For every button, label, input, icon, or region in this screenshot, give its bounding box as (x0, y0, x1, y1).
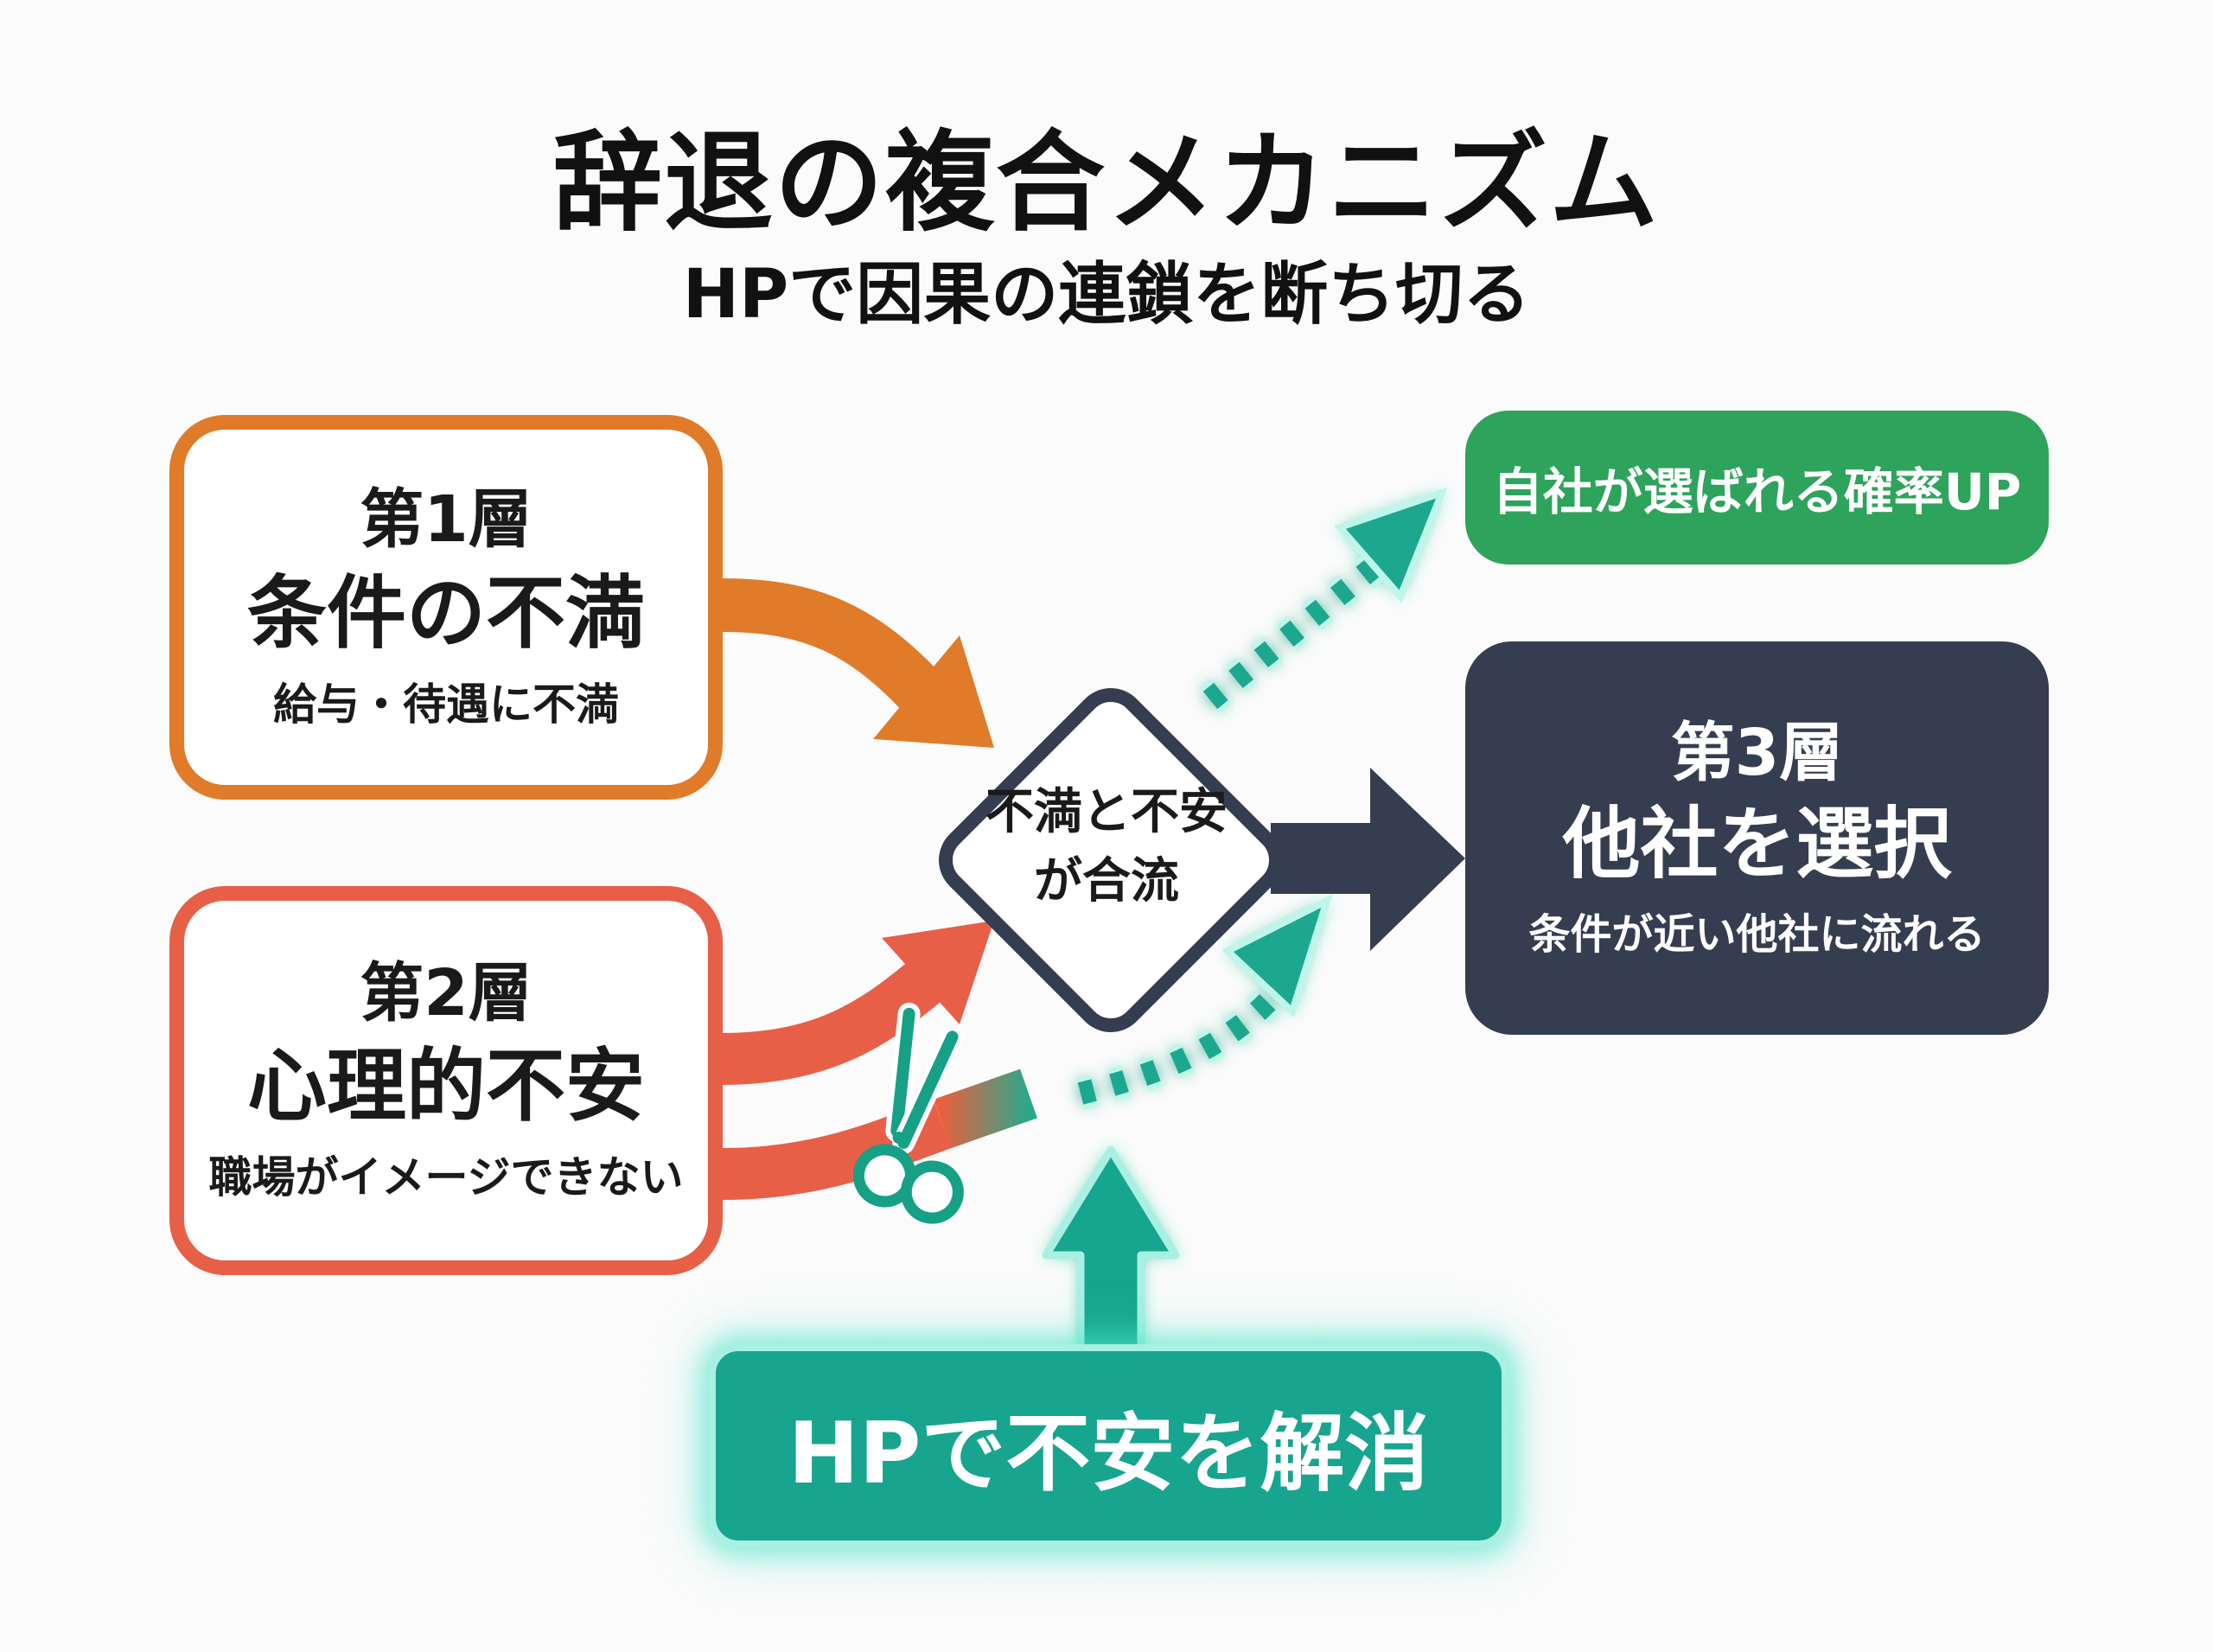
layer1-name: 条件の不満 (246, 566, 645, 660)
layer3-name: 他社を選択 (1562, 799, 1952, 890)
arrow-merge-to-layer3 (1271, 768, 1465, 951)
page-title: 辞退の複合メカニズム (553, 119, 1660, 246)
page-subtitle: HPで因果の連鎖を断ち切る (682, 256, 1531, 334)
layer1-number: 第1層 (360, 482, 533, 558)
solution-box: HPで不安を解消 (709, 1344, 1508, 1547)
layer3-desc: 条件が近い他社に流れる (1528, 909, 1986, 959)
layer3-box: 第3層 他社を選択 条件が近い他社に流れる (1465, 641, 2049, 1035)
merge-label: 不満と不安 が合流 (942, 778, 1271, 915)
layer3-number: 第3層 (1670, 715, 1844, 790)
arrow-solution-up (1042, 1145, 1180, 1353)
merge-label-line2: が合流 (1034, 852, 1179, 909)
layer1-desc: 給与・待遇に不満 (273, 679, 619, 730)
success-box: 自社が選ばれる確率UP (1465, 411, 2049, 564)
layer2-name: 心理的不安 (246, 1040, 645, 1133)
merge-diamond (939, 688, 1283, 1032)
dashed-arrow-lower (1076, 894, 1333, 1110)
layer2-number: 第2層 (360, 955, 533, 1030)
dashed-arrow-upper (1199, 487, 1448, 713)
layer2-box: 第2層 心理的不安 職場がイメージできない (169, 886, 723, 1275)
merge-label-line1: 不満と不安 (985, 784, 1228, 840)
layer2-desc: 職場がイメージできない (208, 1152, 684, 1203)
scissors-icon (852, 1002, 964, 1224)
layer1-box: 第1層 条件の不満 給与・待遇に不満 (169, 415, 723, 800)
arrow-layer2-to-merge (722, 921, 994, 1085)
arrow-layer1-to-merge (722, 578, 994, 748)
